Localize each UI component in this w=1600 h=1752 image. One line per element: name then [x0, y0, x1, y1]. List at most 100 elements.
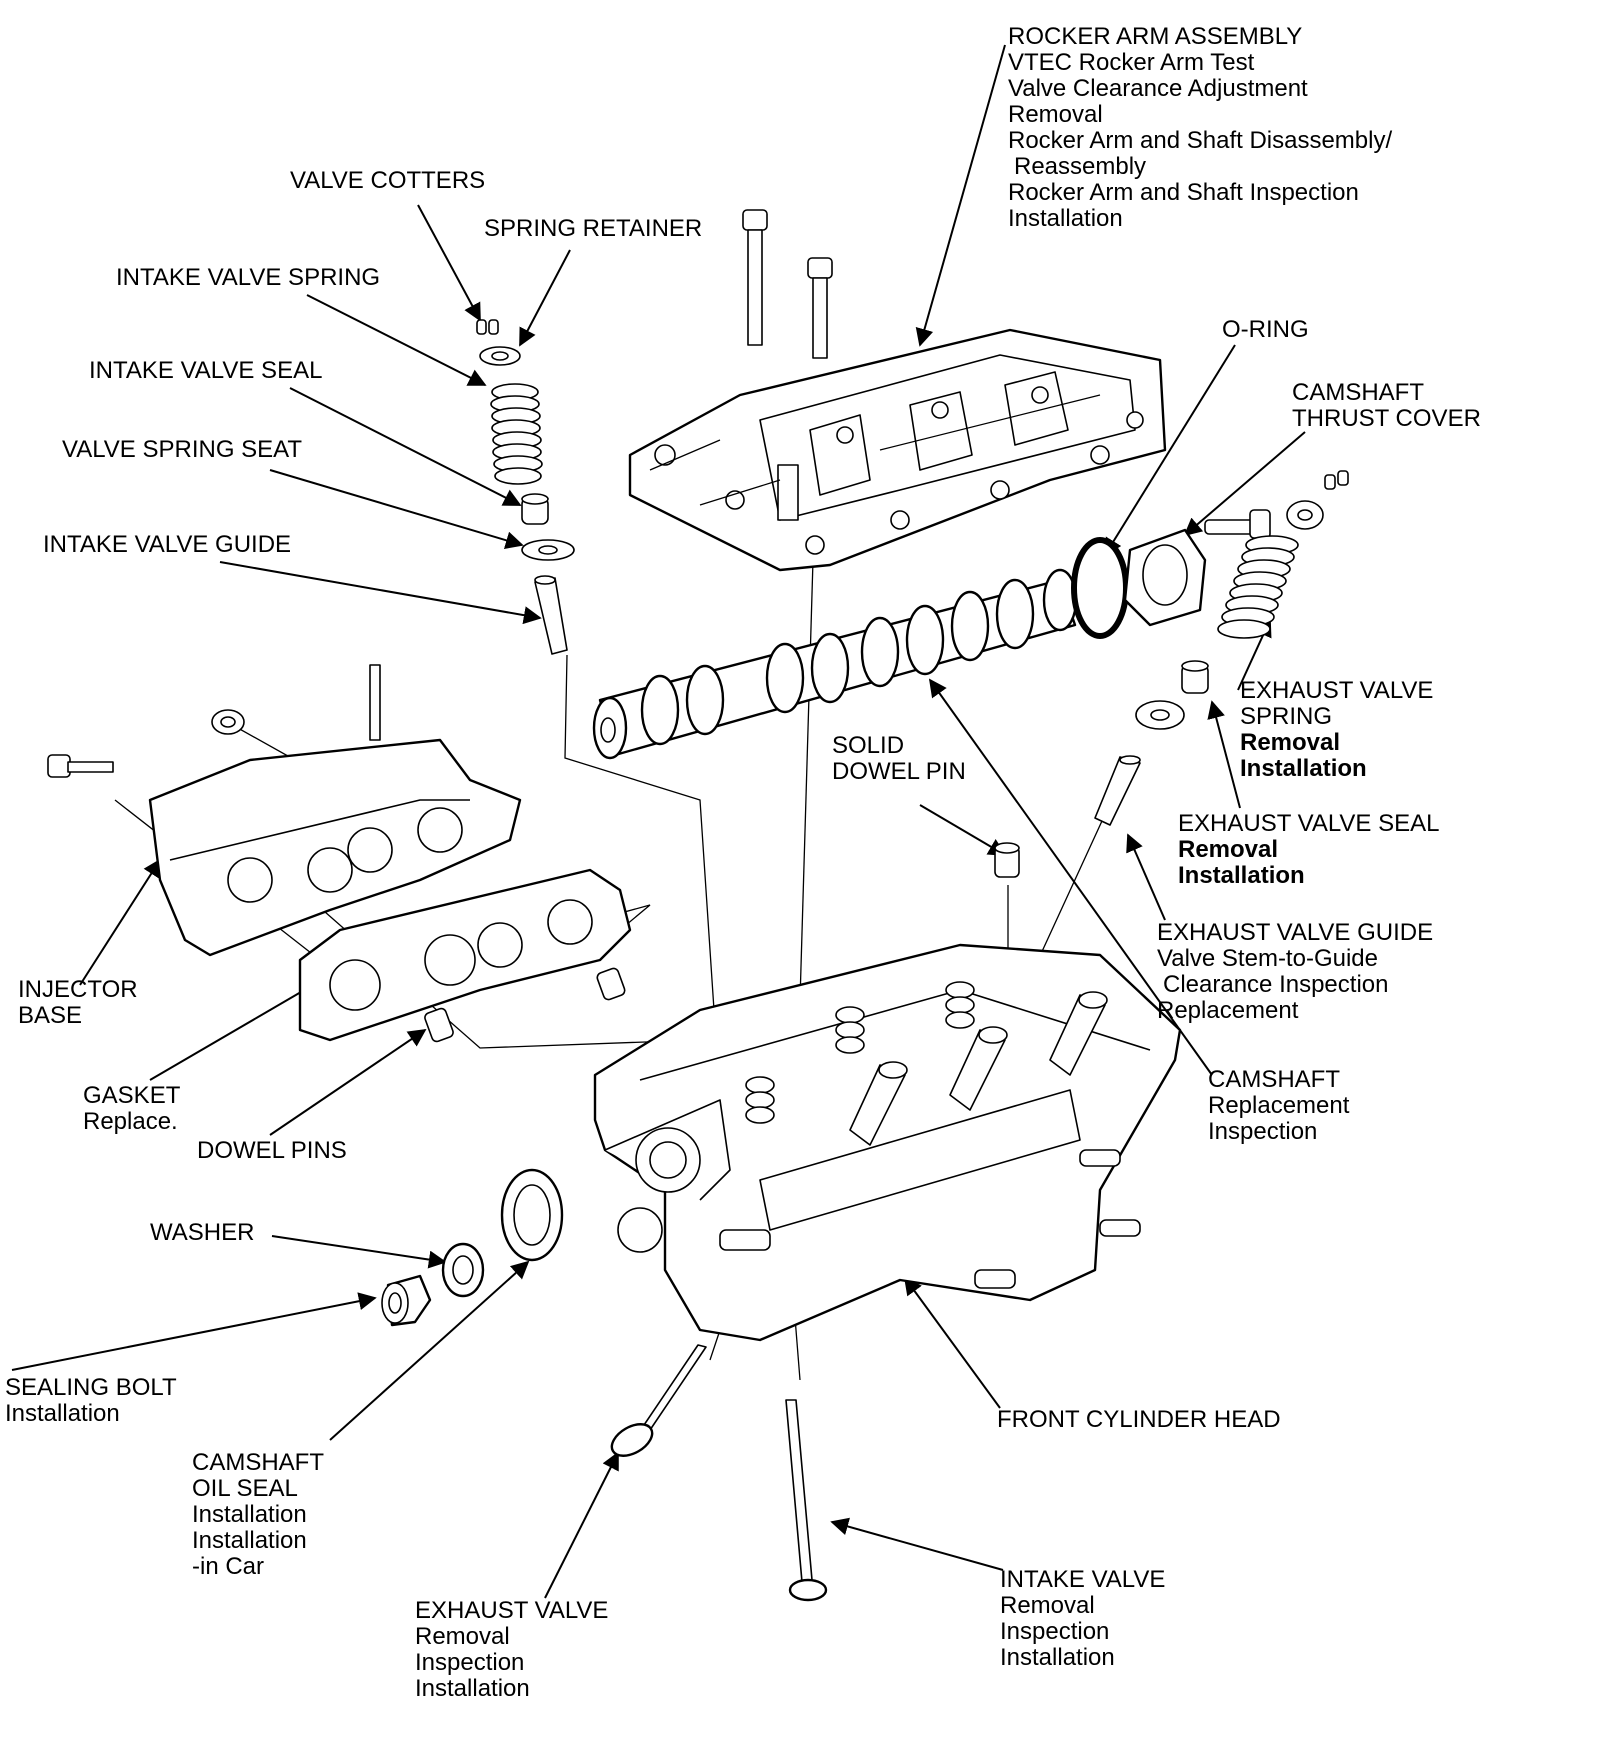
exhaust-valve-title: EXHAUST VALVE — [415, 1597, 609, 1624]
rocker-arm-assembly-sub-5[interactable]: Rocker Arm and Shaft Inspection — [1008, 179, 1359, 206]
gasket-part — [298, 868, 632, 1042]
intake-valve-sub-0[interactable]: Removal — [1000, 1592, 1095, 1619]
camshaft-sub-0[interactable]: Replacement — [1208, 1092, 1350, 1119]
rocker-arm-assembly-label: ROCKER ARM ASSEMBLY VTEC Rocker Arm Test… — [1008, 24, 1392, 232]
rocker-arm-assembly-sub-4[interactable]: Reassembly — [1014, 153, 1147, 180]
camshaft-sub-1[interactable]: Inspection — [1208, 1118, 1318, 1145]
exhaust-valve-guide-sub-0[interactable]: Valve Stem-to-Guide — [1157, 945, 1378, 972]
gasket-title: GASKET — [83, 1082, 181, 1109]
solid-dowel-pin-title-1: DOWEL PIN — [832, 758, 966, 785]
exhaust-valve-spring-title-0: EXHAUST VALVE — [1240, 677, 1434, 704]
spring-retainer-part — [479, 346, 521, 366]
o-ring-title: O-RING — [1222, 316, 1309, 343]
exhaust-valve-spring-part — [1217, 535, 1299, 639]
intake-valve-sub-1[interactable]: Inspection — [1000, 1618, 1110, 1645]
intake-valve-guide-title: INTAKE VALVE GUIDE — [43, 531, 292, 558]
camshaft-oil-seal-title-0: CAMSHAFT — [192, 1449, 324, 1476]
intake-valve-spring-label: INTAKE VALVE SPRING — [116, 265, 380, 291]
intake-valve-guide-label: INTAKE VALVE GUIDE — [43, 532, 291, 558]
rocker-arm-assembly-sub-0[interactable]: VTEC Rocker Arm Test — [1008, 49, 1255, 76]
spring-retainer-label: SPRING RETAINER — [484, 216, 702, 242]
exhaust-valve-spring-sub-1[interactable]: Installation — [1240, 755, 1367, 782]
spring-retainer-title: SPRING RETAINER — [484, 215, 703, 242]
gasket-sub-0[interactable]: Replace. — [83, 1108, 178, 1135]
front-cylinder-head-label: FRONT CYLINDER HEAD — [997, 1407, 1281, 1433]
intake-valve-title: INTAKE VALVE — [1000, 1566, 1166, 1593]
exhaust-spring-retainer-part — [1286, 500, 1324, 530]
intake-valve-guide-part — [534, 575, 568, 655]
intake-valve-part — [785, 1399, 828, 1602]
intake-valve-sub-2[interactable]: Installation — [1000, 1644, 1115, 1671]
exhaust-valve-guide-label: EXHAUST VALVE GUIDE Valve Stem-to-Guide … — [1157, 920, 1433, 1024]
exhaust-valve-seal-label: EXHAUST VALVE SEAL Removal Installation — [1178, 811, 1439, 889]
camshaft-oil-seal-sub-0[interactable]: Installation — [192, 1501, 307, 1528]
exhaust-valve-seal-sub-0[interactable]: Removal — [1178, 836, 1279, 863]
exhaust-valve-label: EXHAUST VALVE Removal Inspection Install… — [415, 1598, 608, 1702]
exhaust-valve-sub-2[interactable]: Installation — [415, 1675, 530, 1702]
camshaft-thrust-cover-label: CAMSHAFT THRUST COVER — [1292, 380, 1481, 432]
camshaft-oil-seal-label: CAMSHAFT OIL SEAL Installation Installat… — [192, 1450, 324, 1580]
exhaust-valve-cotters-part — [1324, 470, 1349, 490]
rocker-arm-assembly-part — [628, 209, 1167, 572]
camshaft-title: CAMSHAFT — [1208, 1066, 1340, 1093]
sealing-bolt-part — [381, 1274, 432, 1327]
camshaft-oil-seal-sub-1[interactable]: Installation — [192, 1527, 307, 1554]
exhaust-valve-spring-label: EXHAUST VALVE SPRING Removal Installatio… — [1240, 678, 1433, 782]
washer-label: WASHER — [150, 1220, 254, 1246]
injector-base-title-0: INJECTOR — [18, 976, 138, 1003]
front-cylinder-head-title: FRONT CYLINDER HEAD — [997, 1406, 1281, 1433]
exhaust-valve-guide-sub-2[interactable]: Replacement — [1157, 997, 1299, 1024]
front-cylinder-head-part — [593, 943, 1182, 1342]
exhaust-valve-sub-0[interactable]: Removal — [415, 1623, 510, 1650]
rocker-arm-assembly-sub-3[interactable]: Rocker Arm and Shaft Disassembly/ — [1008, 127, 1393, 154]
rocker-arm-assembly-sub-1[interactable]: Valve Clearance Adjustment — [1008, 75, 1308, 102]
exhaust-valve-spring-sub-0[interactable]: Removal — [1240, 729, 1341, 756]
gasket-label: GASKET Replace. — [83, 1083, 180, 1135]
exhaust-valve-seal-title: EXHAUST VALVE SEAL — [1178, 810, 1440, 837]
intake-valve-seal-label: INTAKE VALVE SEAL — [89, 358, 322, 384]
exhaust-valve-sub-1[interactable]: Inspection — [415, 1649, 525, 1676]
solid-dowel-pin-label: SOLID DOWEL PIN — [832, 733, 966, 785]
cylinder-head-springs — [745, 981, 975, 1124]
valve-spring-seat-label: VALVE SPRING SEAT — [62, 437, 302, 463]
intake-valve-spring-title: INTAKE VALVE SPRING — [116, 264, 381, 291]
exhaust-valve-guide-title: EXHAUST VALVE GUIDE — [1157, 919, 1434, 946]
dowel-pins-title: DOWEL PINS — [197, 1137, 347, 1164]
camshaft-oil-seal-sub-2[interactable]: -in Car — [192, 1553, 265, 1580]
injector-base-part — [47, 664, 522, 957]
intake-valve-spring-part — [490, 383, 543, 485]
rocker-arm-assembly-sub-2[interactable]: Removal — [1008, 101, 1103, 128]
exhaust-valve-guide-sub-1[interactable]: Clearance Inspection — [1163, 971, 1389, 998]
rocker-arm-assembly-title: ROCKER ARM ASSEMBLY — [1008, 23, 1303, 50]
exhaust-valve-spring-seat-part — [1135, 700, 1185, 730]
exhaust-valve-seal-part — [1181, 660, 1209, 694]
sealing-bolt-sub-0[interactable]: Installation — [5, 1400, 120, 1427]
exhaust-valve-part — [610, 1344, 707, 1457]
camshaft-part — [592, 568, 1078, 760]
injector-base-title-1: BASE — [18, 1002, 83, 1029]
rocker-arm-assembly-sub-6[interactable]: Installation — [1008, 205, 1123, 232]
sealing-bolt-label: SEALING BOLT Installation — [5, 1375, 177, 1427]
cylinder-head-bores — [849, 991, 1108, 1146]
dowel-pins-label: DOWEL PINS — [197, 1138, 347, 1164]
sealing-bolt-title: SEALING BOLT — [5, 1374, 177, 1401]
valve-cotters-label: VALVE COTTERS — [290, 168, 485, 194]
washer-part — [441, 1242, 485, 1298]
exhaust-valve-seal-sub-1[interactable]: Installation — [1178, 862, 1305, 889]
valve-spring-seat-title: VALVE SPRING SEAT — [62, 436, 303, 463]
valve-cotters-part — [476, 319, 499, 335]
camshaft-label: CAMSHAFT Replacement Inspection — [1208, 1067, 1349, 1145]
injector-base-label: INJECTOR BASE — [18, 977, 138, 1029]
solid-dowel-pin-part — [994, 842, 1020, 878]
exhaust-valve-spring-title-1: SPRING — [1240, 703, 1333, 730]
valve-cotters-title: VALVE COTTERS — [290, 167, 486, 194]
camshaft-oil-seal-part — [500, 1168, 564, 1262]
o-ring-label: O-RING — [1222, 317, 1309, 343]
valve-spring-seat-part — [521, 539, 575, 561]
camshaft-thrust-cover-title-1: THRUST COVER — [1292, 405, 1481, 432]
leader-lines — [11, 44, 1306, 1599]
exhaust-valve-guide-part — [1094, 755, 1141, 826]
washer-title: WASHER — [150, 1219, 255, 1246]
